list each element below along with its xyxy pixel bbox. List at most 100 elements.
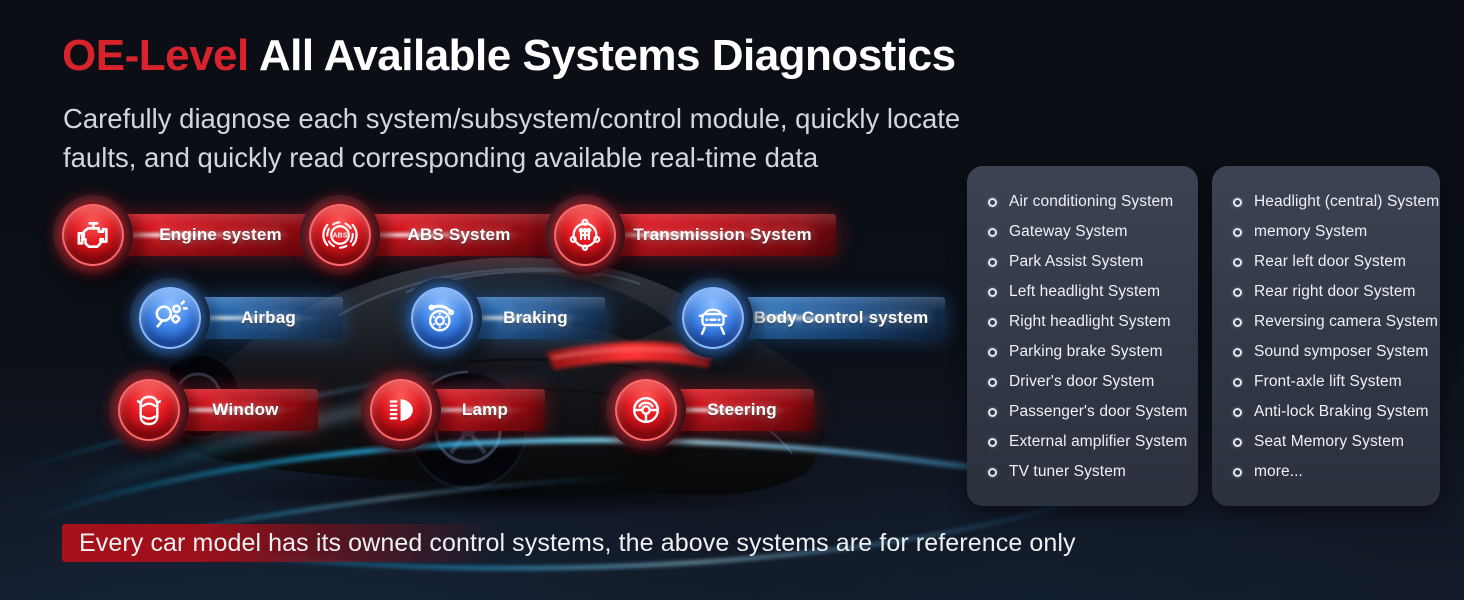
badge-circle (361, 370, 441, 450)
bullet-icon (1233, 407, 1242, 417)
bullet-icon (1233, 197, 1242, 207)
badge-ribbon: Engine system (117, 214, 324, 256)
bullet-icon (1233, 437, 1242, 447)
badge-circle (402, 278, 482, 358)
bullet-icon (988, 257, 997, 267)
bullet-icon (988, 347, 997, 357)
badge-ribbon: Lamp (425, 389, 545, 431)
airbag-icon (149, 297, 191, 339)
list-item-label: Gateway System (1009, 223, 1128, 240)
list-item-label: Anti-lock Braking System (1254, 403, 1429, 420)
badge-label: ABS System (407, 225, 511, 244)
bullet-icon (1233, 467, 1242, 477)
bullet-icon (1233, 227, 1242, 237)
system-list-panel-right: Headlight (central) System memory System… (1212, 166, 1440, 506)
title-rest: All Available Systems Diagnostics (248, 31, 956, 80)
title-highlight: OE-Level (62, 31, 249, 80)
bullet-icon (988, 467, 997, 477)
bullet-icon (988, 287, 997, 297)
subtitle-line-2: faults, and quickly read corresponding a… (63, 142, 819, 173)
bullet-icon (988, 317, 997, 327)
list-item: Passenger's door System (988, 397, 1198, 427)
list-item: Left headlight System (988, 277, 1198, 307)
list-item-label: Parking brake System (1009, 343, 1163, 360)
list-item-label: Reversing camera System (1254, 313, 1439, 330)
list-item-label: Park Assist System (1009, 253, 1144, 270)
badge-label: Steering (707, 400, 777, 419)
badge-circle (545, 195, 625, 275)
abs-icon: ABS (319, 214, 361, 256)
bullet-icon (988, 227, 997, 237)
subtitle-line-1: Carefully diagnose each system/subsystem… (63, 103, 961, 134)
list-item-label: Seat Memory System (1254, 433, 1404, 450)
headlamp-icon (389, 399, 413, 421)
bullet-icon (1233, 287, 1242, 297)
badge-ribbon: Braking (466, 297, 605, 339)
list-item-label: Sound symposer System (1254, 343, 1429, 360)
badge-circle (109, 370, 189, 450)
badge-ribbon: ABS System (364, 214, 554, 256)
badge-body-control-system: Body Control system (673, 278, 945, 358)
list-item-label: memory System (1254, 223, 1368, 240)
list-item: External amplifier System (988, 427, 1198, 457)
list-item: Parking brake System (988, 337, 1198, 367)
badge-braking: Braking (402, 278, 605, 358)
list-item: Headlight (central) System (1233, 187, 1440, 217)
badge-label: Window (212, 400, 279, 419)
engine-icon (73, 215, 113, 255)
bullet-icon (1233, 257, 1242, 267)
list-item: TV tuner System (988, 457, 1198, 487)
badge-circle (673, 278, 753, 358)
page-subtitle: Carefully diagnose each system/subsystem… (63, 99, 960, 177)
brake-disc-icon (421, 297, 463, 339)
badge-label: Airbag (240, 308, 297, 327)
badge-ribbon: Airbag (194, 297, 343, 339)
badge-circle (606, 370, 686, 450)
badge-window: Window (109, 370, 318, 450)
bullet-icon (1233, 377, 1242, 387)
bullet-icon (1233, 347, 1242, 357)
disclaimer-text: Every car model has its owned control sy… (79, 528, 1076, 557)
badge-label: Engine system (159, 225, 282, 244)
badge-transmission-system: Transmission System (545, 195, 836, 275)
bullet-icon (988, 197, 997, 207)
list-item-label: Rear right door System (1254, 283, 1416, 300)
list-item: Seat Memory System (1233, 427, 1440, 457)
badge-ribbon: Body Control system (737, 297, 945, 339)
badge-lamp: Lamp (361, 370, 545, 450)
list-item-label: Rear left door System (1254, 253, 1406, 270)
bullet-icon (1233, 317, 1242, 327)
list-item-label: more... (1254, 463, 1303, 480)
list-item: more... (1233, 457, 1440, 487)
steering-wheel-icon (625, 389, 667, 431)
list-item-label: Front-axle lift System (1254, 373, 1402, 390)
disclaimer-bar: Every car model has its owned control sy… (62, 524, 1076, 562)
car-front-icon (692, 297, 734, 339)
bullet-icon (988, 437, 997, 447)
transmission-icon (564, 214, 606, 256)
list-item: Reversing camera System (1233, 307, 1440, 337)
list-item-label: Driver's door System (1009, 373, 1155, 390)
list-item: memory System (1233, 217, 1440, 247)
badge-ribbon: Window (173, 389, 318, 431)
badge-label: Transmission System (633, 225, 812, 244)
badge-engine-system: Engine system (53, 195, 324, 275)
car-top-view-icon (128, 389, 170, 431)
list-item-label: Headlight (central) System (1254, 193, 1440, 210)
list-item-label: External amplifier System (1009, 433, 1188, 450)
badge-ribbon: Steering (670, 389, 814, 431)
list-item-label: Right headlight System (1009, 313, 1171, 330)
list-item-label: TV tuner System (1009, 463, 1126, 480)
list-item: Rear right door System (1233, 277, 1440, 307)
badge-label: Lamp (461, 400, 509, 419)
badge-label: Body Control system (753, 308, 929, 327)
list-item: Sound symposer System (1233, 337, 1440, 367)
svg-text:ABS: ABS (333, 233, 348, 240)
badge-circle (53, 195, 133, 275)
list-item-label: Passenger's door System (1009, 403, 1188, 420)
list-item: Park Assist System (988, 247, 1198, 277)
badge-airbag: Airbag (130, 278, 343, 358)
badge-abs-system: ABS ABS System (300, 195, 554, 275)
badge-steering: Steering (606, 370, 814, 450)
